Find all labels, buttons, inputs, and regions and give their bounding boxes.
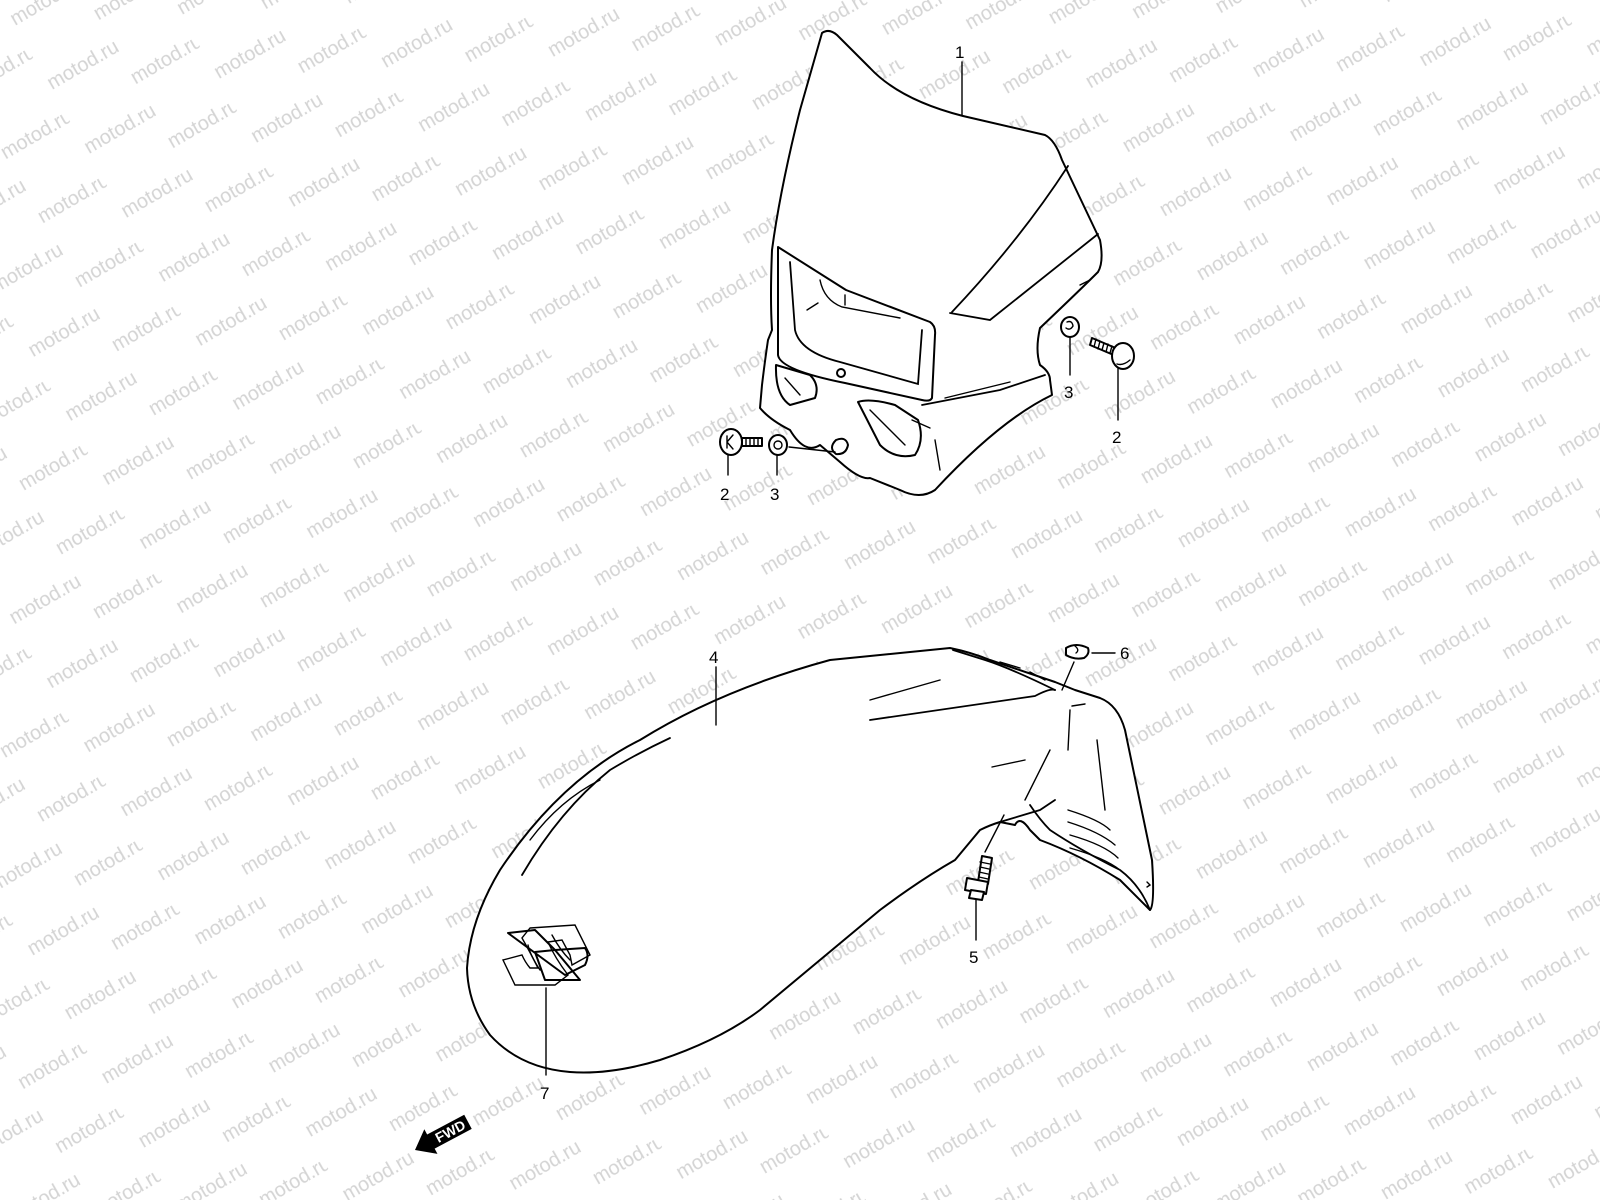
headlight-cowl[interactable] [759,29,1103,496]
fwd-label: FWD [432,1117,468,1146]
fender-nut[interactable] [1065,644,1090,660]
fender-bolt[interactable] [964,855,993,901]
forward-direction-marker: FWD [415,1114,472,1154]
part-label-6[interactable]: 6 [1120,644,1129,663]
part-label-7[interactable]: 7 [540,1084,549,1103]
part-label-4[interactable]: 4 [709,648,718,667]
screw-left[interactable] [719,428,763,456]
leader-line-5-up [984,814,1005,853]
grommet-left[interactable] [768,434,788,456]
part-label-1[interactable]: 1 [955,43,964,62]
grommet-right[interactable] [1060,316,1080,338]
part-label-3-left[interactable]: 3 [770,485,779,504]
part-label-3-right[interactable]: 3 [1064,383,1073,402]
leader-line-bracket [788,446,836,453]
front-fender[interactable] [466,647,1155,1074]
part-label-5[interactable]: 5 [969,948,978,967]
part-label-2-left[interactable]: 2 [720,485,729,504]
screw-right[interactable] [1089,337,1135,370]
leader-line-6b [1061,661,1075,691]
part-label-2-right[interactable]: 2 [1112,428,1121,447]
